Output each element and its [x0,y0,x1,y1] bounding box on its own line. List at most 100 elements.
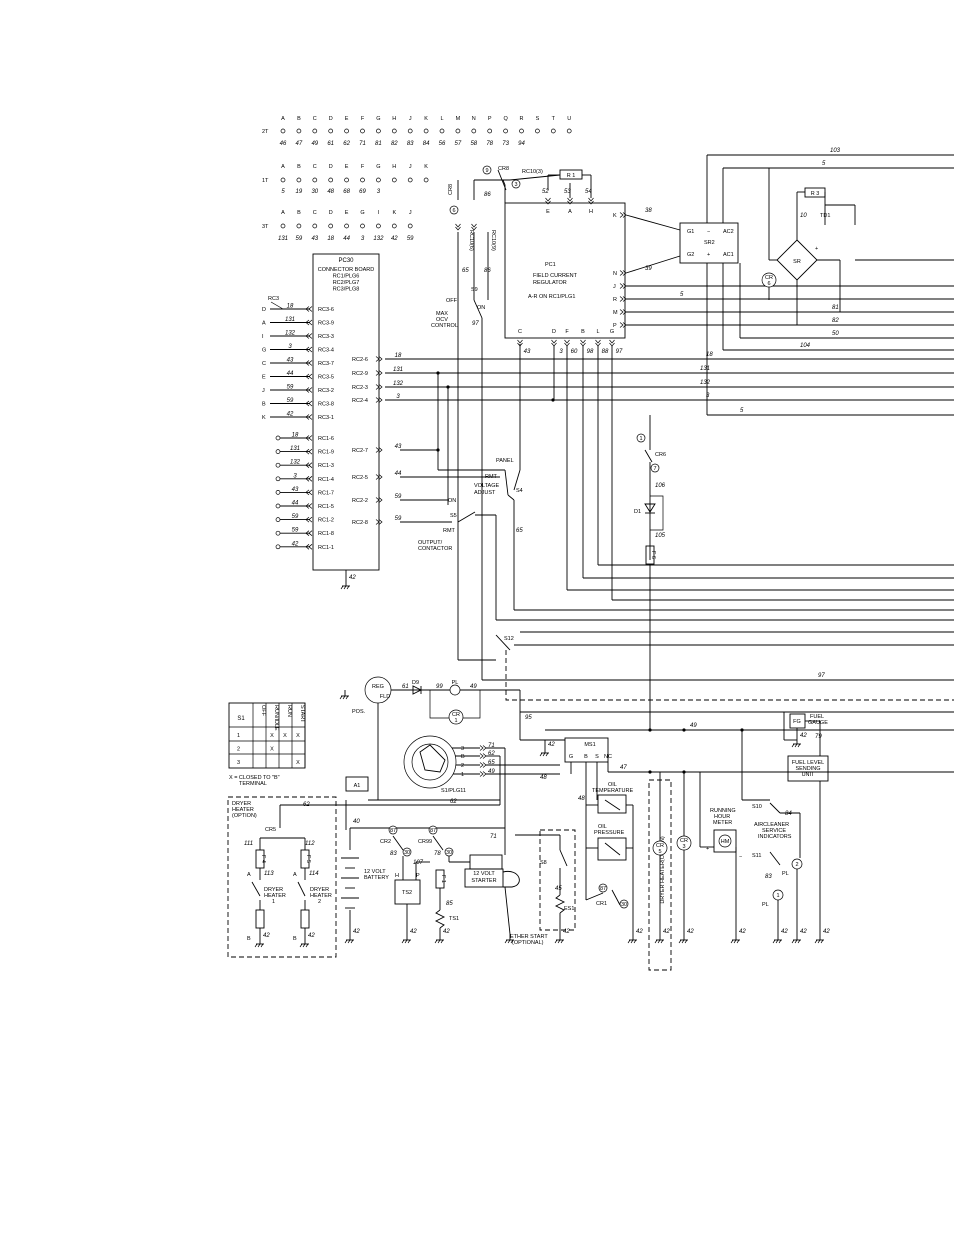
strip-wire: 73 [502,141,509,147]
wire-40-number: 40 [353,819,360,825]
s4-label: ADJUST [474,490,496,496]
s1-mark: X [283,733,287,739]
oil-press-label: OIL [598,824,607,830]
ground-symbol [557,939,561,944]
connector-chevron [305,346,313,353]
ground-symbol [345,695,349,700]
strip-wire: 69 [359,189,366,195]
dryer-wire: 114 [309,871,319,877]
terminal-post [280,223,286,229]
s4-rmt: RMT [485,474,498,480]
connector-chevron [375,370,383,376]
strip-name: 2T [262,129,269,135]
s1-note: X = CLOSED TO "B" [229,775,280,781]
rc2-wire-number: 44 [395,471,402,477]
cr8-node-text: 9 [485,168,488,174]
terminal-post [360,223,365,229]
s12-dashed-link [505,650,954,701]
strip-wire: 59 [296,236,303,242]
rc2-wire-number: 59 [395,516,402,522]
junction-dot [436,371,440,375]
cr2-node-30 [402,847,412,857]
ground-wire-number: 42 [687,929,694,935]
pc1-pin: K [613,213,617,219]
ignition-wire-number: 71 [488,743,495,749]
dryer-h1: DRYER [264,887,283,893]
hour-meter-label: RUNNING [710,808,736,814]
dryer-a: A [247,872,251,878]
pc1-r-wire-number: 5 [680,292,684,298]
strip-wire: 61 [327,141,334,147]
fg-label: FG [793,719,801,725]
oil-temp-label: OIL [608,782,617,788]
pl1-label: PL [762,902,769,908]
rc3-pin: RC3-7 [318,361,334,367]
strip-wire: 3 [361,236,365,242]
wire-49-label: 48 [540,775,547,781]
static-layer: 2TA46B47C49D61E62F71G81H82J83K84L56M57N5… [227,116,841,971]
terminal-post [391,223,397,229]
cr1-coil-label: CR [452,712,460,718]
cr99-node-87 [428,825,438,835]
s10-contact [769,802,781,814]
dryer-h2: DRYER [310,887,329,893]
ground-wire-number: 42 [349,575,356,581]
ground-symbol [254,943,258,948]
running-hour-meter [713,829,737,853]
rc10-left: RC10(6) [468,230,474,251]
sr2-pin: − [707,229,710,235]
hour-meter-dial [718,834,732,848]
connector-chevron [479,745,487,751]
ground-symbol [545,752,549,757]
fuse-label: F 5 [305,855,311,863]
pc30-line: RC1/PLG6 [333,274,360,280]
rc1-terminal [275,476,281,482]
dryer-h2: HEATER [310,893,332,899]
ammeter-a1 [345,776,369,792]
connector-chevron [305,333,313,339]
terminal-post [566,128,572,134]
rc1-terminal [275,517,281,522]
pl-label: PL [452,680,459,686]
ground-symbol [730,939,734,944]
connector-chevron [551,339,557,347]
terminal-post [280,128,286,134]
strip-wire: 43 [311,236,318,242]
ground-wire-number: 42 [263,933,270,939]
cr1-node-87 [598,883,608,893]
pc1-wire-number: 60 [571,349,578,355]
rc3-header: RC3 [268,296,279,302]
strip-wire: 84 [423,141,430,147]
connector-chevron [375,384,383,390]
ground-symbol [507,939,511,944]
ignition-key [419,744,446,773]
rc2-pin: RC2-2 [352,498,368,504]
ground-symbol [346,585,350,590]
connector-chevron [375,397,383,403]
junction-dot [648,770,652,774]
rc10-right: RC10(9) [490,230,496,251]
terminal-post [344,177,349,183]
strip-wire: 30 [311,189,318,195]
ground-symbol [510,939,514,944]
strip-wire: 5 [281,189,285,195]
a1-label: A1 [354,783,361,789]
s12-blade [495,634,511,651]
terminal-post [344,223,349,229]
cr99-node-30 [444,847,454,857]
terminal-post [550,128,556,134]
rc3-letter: A [262,321,266,327]
rc1-wire-number: 42 [292,541,299,547]
ground-wire-number: 42 [823,929,830,935]
connector-chevron [305,400,313,407]
right-wire-number: 18 [706,352,713,358]
strip-letter: J [409,116,412,122]
pc1-pin: C [518,329,522,335]
pl2-text: 2 [795,862,798,868]
pc1-wire-number: 88 [602,349,609,355]
strip-wire: 82 [391,141,398,147]
s1-mark: X [296,760,300,766]
cr5b-label: 5 [658,849,661,855]
ground-symbol [542,752,546,757]
cr6-coil-label: CR [765,275,773,281]
